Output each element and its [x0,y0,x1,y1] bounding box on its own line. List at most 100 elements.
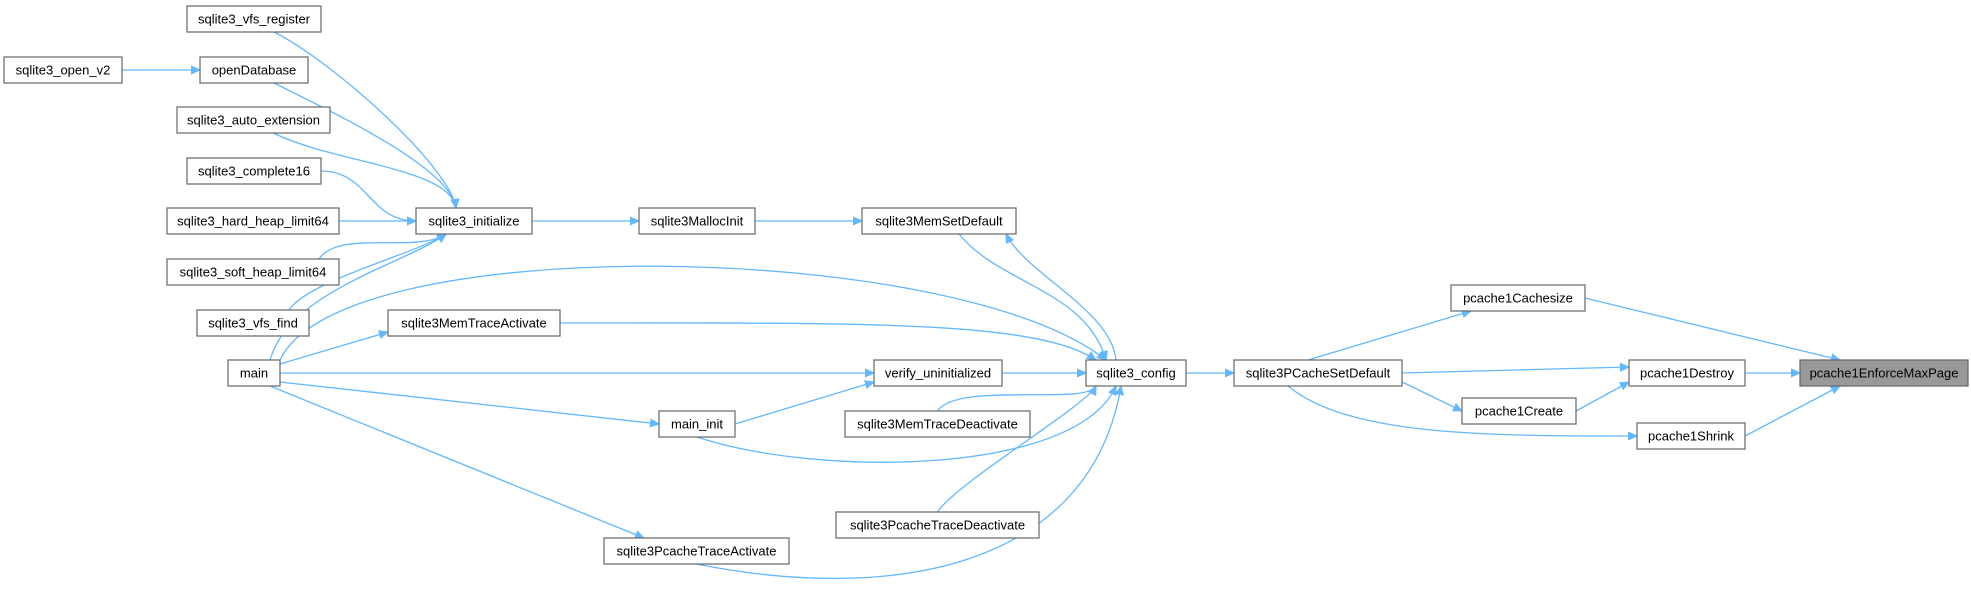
node-verify-uninitialized[interactable]: verify_uninitialized [873,359,1003,387]
node-sqlite3pcachesetdefault[interactable]: sqlite3PCacheSetDefault [1233,359,1403,387]
node-box [1233,359,1403,387]
node-box [1628,359,1746,387]
node-box [196,309,310,337]
node-box [227,359,281,387]
node-sqlite3memtracedeactivate[interactable]: sqlite3MemTraceDeactivate [844,410,1031,438]
edge-pcache1cachesize-to-pcache1enforcemaxpage [1584,297,1840,360]
node-main[interactable]: main [227,359,281,387]
edge-opendatabase-to-sqlite3-initialize [273,82,456,208]
node-pcache1shrink[interactable]: pcache1Shrink [1636,422,1746,450]
node-sqlite3mallocinit[interactable]: sqlite3MallocInit [638,207,756,235]
node-box [176,106,331,134]
node-box [658,410,736,438]
node-box [186,157,322,185]
node-label: sqlite3MemSetDefault [875,214,1003,229]
edge-pcache1shrink-to-pcache1enforcemaxpage [1744,385,1840,437]
node-label: sqlite3_config [1096,366,1176,381]
node-label: sqlite3_complete16 [198,164,310,179]
node-label: verify_uninitialized [885,366,991,381]
edge-sqlite3-vfs-register-to-sqlite3-initialize [273,31,456,208]
node-box [835,511,1040,539]
node-label: sqlite3PCacheSetDefault [1246,366,1391,381]
node-box [1450,284,1586,312]
node-label: pcache1Destroy [1640,366,1734,381]
node-label: sqlite3_hard_heap_limit64 [177,214,329,229]
node-label: sqlite3_auto_extension [187,113,320,128]
edge-main-to-sqlite3pcachetraceactivate [269,385,644,538]
node-pcache1create[interactable]: pcache1Create [1461,397,1577,425]
edge-main-to-sqlite3memtraceactivate [279,332,388,365]
node-label: pcache1Create [1475,404,1563,419]
edge-sqlite3-soft-heap-limit64-to-sqlite3-initialize [318,234,446,260]
node-box [1085,359,1187,387]
edge-sqlite3pcachesetdefault-to-pcache1destroy [1401,367,1629,374]
node-opendatabase[interactable]: openDatabase [199,56,309,84]
node-box [844,410,1031,438]
edge-sqlite3pcachetraceactivate-to-sqlite3-config [696,386,1122,580]
node-sqlite3-auto-extension[interactable]: sqlite3_auto_extension [176,106,331,134]
node-sqlite3-vfs-register[interactable]: sqlite3_vfs_register [186,5,322,33]
node-box [387,309,561,337]
edge-main-init-to-sqlite3-config [696,386,1117,463]
edge-main-init-to-verify-uninitialized [734,382,874,425]
node-sqlite3-vfs-find[interactable]: sqlite3_vfs_find [196,309,310,337]
edge-sqlite3memtracedeactivate-to-sqlite3-config [936,386,1097,412]
node-sqlite3-initialize[interactable]: sqlite3_initialize [415,207,533,235]
node-sqlite3pcachetracedeactivate[interactable]: sqlite3PcacheTraceDeactivate [835,511,1040,539]
node-label: sqlite3MemTraceDeactivate [857,417,1018,432]
node-box [1636,422,1746,450]
node-pcache1enforcemaxpage[interactable]: pcache1EnforceMaxPage [1799,359,1969,387]
node-box [1799,359,1969,387]
node-main-init[interactable]: main_init [658,410,736,438]
node-label: sqlite3_open_v2 [16,63,111,78]
edge-sqlite3-vfs-find-to-sqlite3-initialize [288,234,446,311]
node-label: pcache1EnforceMaxPage [1810,366,1959,381]
edge-main-to-sqlite3-config [279,265,1106,360]
node-box [199,56,309,84]
node-label: pcache1Shrink [1648,429,1734,444]
node-label: sqlite3_soft_heap_limit64 [180,265,327,280]
node-sqlite3memtraceactivate[interactable]: sqlite3MemTraceActivate [387,309,561,337]
node-box [603,537,790,565]
node-label: openDatabase [212,63,297,78]
node-box [186,5,322,33]
edges [122,31,1840,580]
node-sqlite3-open-v2[interactable]: sqlite3_open_v2 [3,56,123,84]
edge-sqlite3pcachesetdefault-to-pcache1cachesize [1307,311,1471,361]
node-sqlite3-config[interactable]: sqlite3_config [1085,359,1187,387]
edge-sqlite3pcachesetdefault-to-pcache1shrink [1287,385,1637,436]
node-pcache1destroy[interactable]: pcache1Destroy [1628,359,1746,387]
node-label: sqlite3_initialize [428,214,519,229]
node-box [1461,397,1577,425]
node-sqlite3pcachetraceactivate[interactable]: sqlite3PcacheTraceActivate [603,537,790,565]
edge-sqlite3-complete16-to-sqlite3-initialize [320,170,416,221]
node-box [166,207,340,235]
node-label: sqlite3PcacheTraceDeactivate [850,518,1025,533]
node-box [166,258,340,286]
edge-pcache1create-to-pcache1destroy [1575,382,1629,412]
node-pcache1cachesize[interactable]: pcache1Cachesize [1450,284,1586,312]
node-sqlite3-soft-heap-limit64[interactable]: sqlite3_soft_heap_limit64 [166,258,340,286]
edge-sqlite3memsetdefault-to-sqlite3-config [958,233,1106,360]
node-box [638,207,756,235]
node-label: main [240,366,268,381]
edge-sqlite3-config-to-sqlite3memsetdefault [1005,234,1117,361]
edge-sqlite3pcachesetdefault-to-pcache1create [1401,381,1462,412]
node-box [861,207,1017,235]
node-sqlite3-complete16[interactable]: sqlite3_complete16 [186,157,322,185]
node-label: pcache1Cachesize [1463,291,1573,306]
edge-main-to-main-init [279,381,659,424]
edge-sqlite3memtraceactivate-to-sqlite3-config [559,322,1096,360]
nodes: pcache1EnforceMaxPage pcache1Cachesize pca… [3,5,1969,565]
node-box [3,56,123,84]
node-label: sqlite3_vfs_register [198,12,311,27]
node-box [415,207,533,235]
node-label: sqlite3_vfs_find [208,316,298,331]
node-label: sqlite3MallocInit [651,214,744,229]
node-sqlite3-hard-heap-limit64[interactable]: sqlite3_hard_heap_limit64 [166,207,340,235]
node-label: sqlite3PcacheTraceActivate [617,544,777,559]
node-label: sqlite3MemTraceActivate [401,316,546,331]
node-sqlite3memsetdefault[interactable]: sqlite3MemSetDefault [861,207,1017,235]
edge-sqlite3-auto-extension-to-sqlite3-initialize [273,132,457,208]
